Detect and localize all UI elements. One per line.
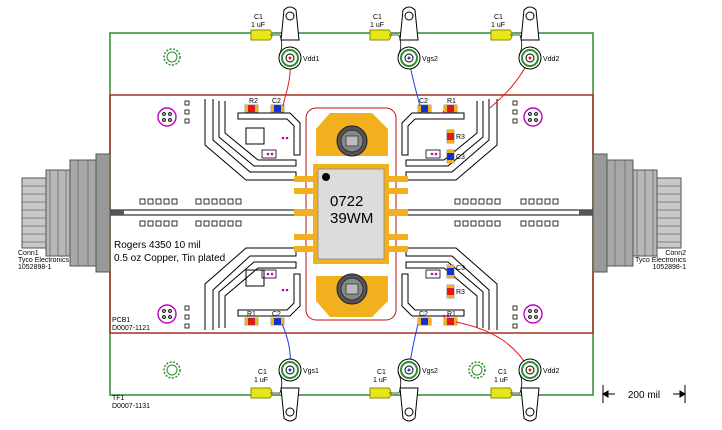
cap-value-label: 1 uF xyxy=(373,377,387,384)
smd-label: C3 xyxy=(456,265,465,272)
terminal-label: Vgs2 xyxy=(422,56,438,63)
cap-value-label: 1 uF xyxy=(370,22,384,29)
connector-part-left: 1052898-1 xyxy=(18,264,52,271)
pcb-via xyxy=(157,304,177,324)
smd-label: C2 xyxy=(419,98,428,105)
terminal-label: Vdd2 xyxy=(543,368,559,375)
bias-terminal xyxy=(518,358,542,422)
bias-terminal xyxy=(278,358,302,422)
via-column xyxy=(184,100,518,329)
smd-label: C2 xyxy=(272,98,281,105)
rf-line-right xyxy=(395,209,594,216)
via-row xyxy=(139,198,559,227)
transistor-package xyxy=(305,107,397,321)
bias-terminal xyxy=(278,6,302,70)
smd-capacitor xyxy=(446,149,455,164)
chip-marking-line2: 39WM xyxy=(330,210,373,227)
smd-capacitor xyxy=(417,104,432,113)
smd-label: R1 xyxy=(447,311,456,318)
smd-capacitor xyxy=(270,317,285,326)
flange-screw xyxy=(336,125,368,157)
pcb-via xyxy=(157,107,177,127)
board-material-line2: 0.5 oz Copper, Tin plated xyxy=(114,253,225,264)
cap-value-label: 1 uF xyxy=(254,377,268,384)
cap-ref-label: C1 xyxy=(494,14,503,21)
fixture-label: TF1 xyxy=(112,395,125,402)
electrolytic-capacitor xyxy=(250,29,283,56)
cap-value-label: 1 uF xyxy=(494,377,508,384)
smd-resistor xyxy=(446,284,455,299)
terminal-label: Vdd2 xyxy=(543,56,559,63)
smd-capacitor xyxy=(417,317,432,326)
smd-label: C3 xyxy=(456,154,465,161)
connector-ref-right: Conn2 xyxy=(665,250,686,257)
mounting-hole xyxy=(163,48,181,66)
smd-label: R2 xyxy=(249,98,258,105)
smd-resistor xyxy=(443,104,458,113)
fixture-part-number: D0007-1131 xyxy=(112,403,150,410)
smd-resistor xyxy=(443,317,458,326)
electrolytic-capacitor xyxy=(369,29,402,56)
electrolytic-capacitor xyxy=(490,29,523,56)
cap-ref-label: C1 xyxy=(254,14,263,21)
smd-label: R1 xyxy=(247,311,256,318)
cap-value-label: 1 uF xyxy=(251,22,265,29)
rf-connector-right xyxy=(592,153,682,273)
terminal-label: Vdd1 xyxy=(303,56,319,63)
connector-ref-left: Conn1 xyxy=(18,250,39,257)
smd-resistor xyxy=(244,317,259,326)
connector-mfr-right: Tyco Electronics xyxy=(635,257,686,264)
transistor-leads xyxy=(294,176,408,252)
smd-label: R3 xyxy=(456,289,465,296)
chip-marking-line1: 0722 xyxy=(330,193,363,210)
bias-terminal xyxy=(518,6,542,70)
cap-ref-label: C1 xyxy=(498,369,507,376)
pcb-via xyxy=(523,107,543,127)
board-material-line1: Rogers 4350 10 mil xyxy=(114,240,201,251)
cap-ref-label: C1 xyxy=(377,369,386,376)
terminal-label: Vgs2 xyxy=(422,368,438,375)
bias-terminal xyxy=(397,6,421,70)
mounting-hole xyxy=(468,361,486,379)
rf-line-left xyxy=(109,209,307,216)
electrolytic-capacitor xyxy=(490,372,523,399)
bias-terminal xyxy=(397,358,421,422)
cap-ref-label: C1 xyxy=(373,14,382,21)
smd-label: R3 xyxy=(456,134,465,141)
rf-connector-left xyxy=(21,153,111,273)
smd-label: C2 xyxy=(272,311,281,318)
smd-label: R1 xyxy=(447,98,456,105)
smd-resistor xyxy=(446,129,455,144)
connector-mfr-left: Tyco Electronics xyxy=(18,257,69,264)
scale-bar xyxy=(602,385,686,403)
electrolytic-capacitor xyxy=(250,372,283,399)
pcb-label: PCB1 xyxy=(112,317,130,324)
cap-ref-label: C1 xyxy=(258,369,267,376)
flange-screw xyxy=(336,273,368,305)
pad-group xyxy=(261,149,441,279)
smd-resistor xyxy=(244,104,259,113)
pcb-via xyxy=(523,304,543,324)
mounting-hole xyxy=(163,361,181,379)
scale-bar-label: 200 mil xyxy=(628,390,660,401)
smd-label: C2 xyxy=(419,311,428,318)
smd-capacitor xyxy=(446,264,455,279)
connector-part-right: 1052898-1 xyxy=(653,264,687,271)
electrolytic-capacitor xyxy=(369,372,402,399)
terminal-label: Vgs1 xyxy=(303,368,319,375)
pcb-part-number: D0007-1121 xyxy=(112,325,150,332)
cap-value-label: 1 uF xyxy=(491,22,505,29)
smd-capacitor xyxy=(270,104,285,113)
